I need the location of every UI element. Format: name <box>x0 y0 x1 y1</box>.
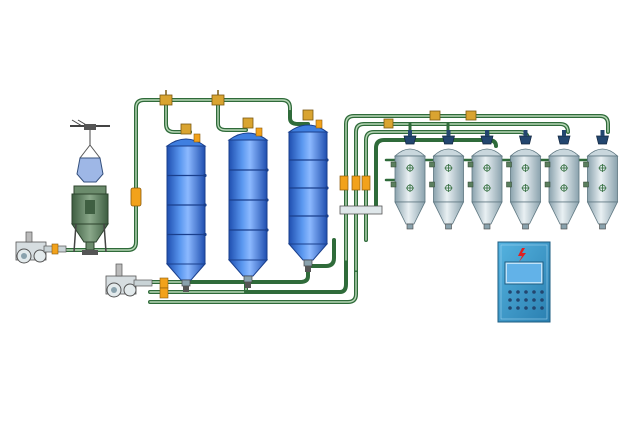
header-valves <box>130 90 477 207</box>
collector-silo <box>583 130 619 230</box>
storage-tank <box>287 109 329 272</box>
valve-icon <box>159 287 169 299</box>
blower-icon <box>105 263 169 299</box>
manifold-block <box>339 205 383 215</box>
collector-silo <box>506 130 542 230</box>
collector-silo <box>467 130 504 230</box>
valve-icon <box>211 90 225 106</box>
valve-icon <box>159 277 169 289</box>
feeder-hopper <box>71 185 109 255</box>
collector-silo <box>544 130 581 230</box>
valve-icon <box>180 123 192 135</box>
valve-icon <box>159 90 173 106</box>
feeder-station <box>15 119 110 264</box>
lightning-warning-icon <box>518 248 526 262</box>
valve-icon <box>339 175 349 191</box>
collector-silo <box>429 130 465 230</box>
control-panel <box>497 241 551 323</box>
pipe-feeder-to-header <box>63 98 292 252</box>
valve-icon <box>351 175 361 191</box>
valve-icon <box>383 118 394 129</box>
valve-icon <box>429 110 441 121</box>
bulk-bag-icon <box>76 144 104 183</box>
valve-icon <box>465 110 477 121</box>
collector-silos <box>390 130 619 230</box>
valve-icon <box>302 109 314 121</box>
panel-buttons <box>508 290 544 310</box>
collector-silo <box>390 130 427 230</box>
blower-icon <box>15 231 67 264</box>
hoist-crane-icon <box>70 119 110 145</box>
storage-tank <box>227 117 269 288</box>
valve-icon <box>130 187 142 207</box>
valve-icon <box>361 175 371 191</box>
storage-tanks <box>165 109 329 292</box>
riser-flanges <box>339 175 383 215</box>
valve-icon <box>242 117 254 129</box>
pipe-header-drops <box>164 98 310 134</box>
storage-tank <box>165 123 207 292</box>
